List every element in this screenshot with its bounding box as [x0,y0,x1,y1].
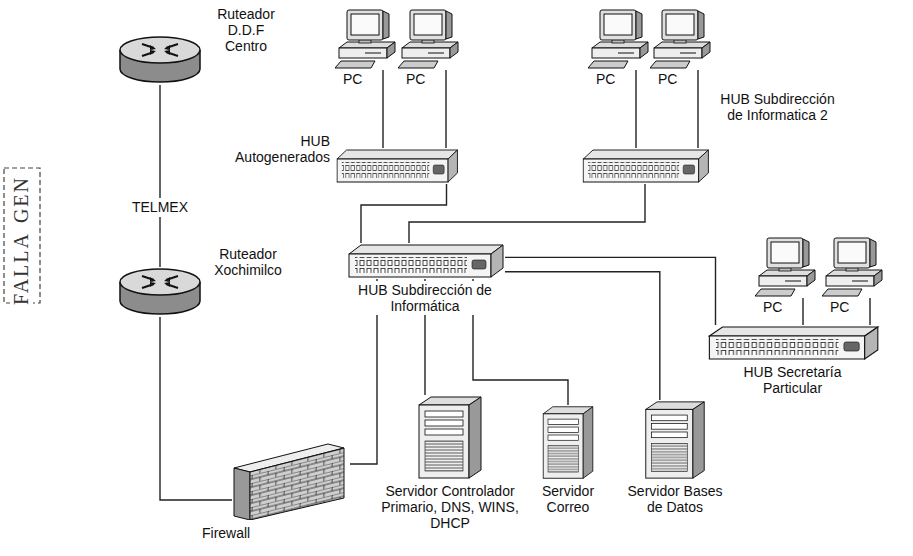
pc-node: PC [650,8,714,89]
stamp-holder: FALLA [10,232,33,305]
router-icon [118,35,202,85]
node-label: HUB Autogenerados [226,132,332,166]
node-label: TELMEX [116,198,204,216]
pc-node: PC [398,8,462,89]
node-label: HUB Subdirección de Informática [345,281,505,315]
node-label: PC [761,298,789,316]
network-link [802,298,803,325]
network-link [382,70,383,148]
router-icon [118,267,202,317]
hub-icon [334,148,459,184]
node-label: Firewall [200,524,264,542]
network-link [505,257,716,325]
hub-icon [705,325,880,361]
router-node: Ruteador Xochimilco [118,245,318,317]
hub-node: HUB Subdirección de Informática [345,243,505,316]
stamp-text: GEN [10,176,33,223]
network-link [159,217,160,267]
server-icon [540,405,596,480]
pc-icon [822,236,886,298]
pc-icon [398,8,462,70]
pc-icon [650,8,714,70]
network-link [505,272,660,400]
pc-node: PC [822,236,886,317]
stamp-holder: GEN [10,176,33,223]
firewall-node: Firewall [200,440,350,543]
node-label: PC [656,70,684,88]
server-icon [415,395,485,480]
network-link [159,85,160,198]
router-node: Ruteador D.D.F Centro [118,5,318,85]
network-link [409,184,645,243]
hub-node: HUB Subdirección de Informatica 2 [580,90,850,184]
node-label: PC [341,70,369,88]
pc-icon [755,236,819,298]
node-label: PC [404,70,432,88]
hub-icon [580,148,710,184]
server-icon [642,400,708,480]
server-node: Servidor Correo [528,405,608,517]
carrier-label: TELMEX [116,198,204,217]
pc-node: PC [335,8,399,89]
pc-icon [335,8,399,70]
pc-node: PC [755,236,819,317]
hub-node: HUB Autogenerados [226,128,461,184]
node-label: Servidor Bases de Datos [620,482,730,516]
network-link [635,70,636,148]
node-label: Ruteador D.D.F Centro [206,5,286,55]
hub-icon [345,243,505,279]
network-link [697,70,698,148]
hub-node: HUB Secretaría Particular [705,325,880,398]
node-label: Servidor Correo [528,482,608,516]
network-link [869,298,870,325]
pc-node: PC [588,8,652,89]
node-label: Ruteador Xochimilco [206,245,290,279]
server-node: Servidor Controlador Primario, DNS, WINS… [370,395,530,533]
stamp-text: FALLA [10,232,33,305]
node-label: PC [594,70,622,88]
pc-icon [588,8,652,70]
server-node: Servidor Bases de Datos [620,400,730,517]
firewall-icon [232,440,350,520]
node-label: Servidor Controlador Primario, DNS, WINS… [370,482,530,532]
node-label: PC [828,298,856,316]
node-label: HUB Subdirección de Informatica 2 [715,90,840,124]
network-link [160,317,232,500]
network-link [361,184,447,243]
network-link [445,70,446,148]
node-label: HUB Secretaría Particular [725,363,860,397]
